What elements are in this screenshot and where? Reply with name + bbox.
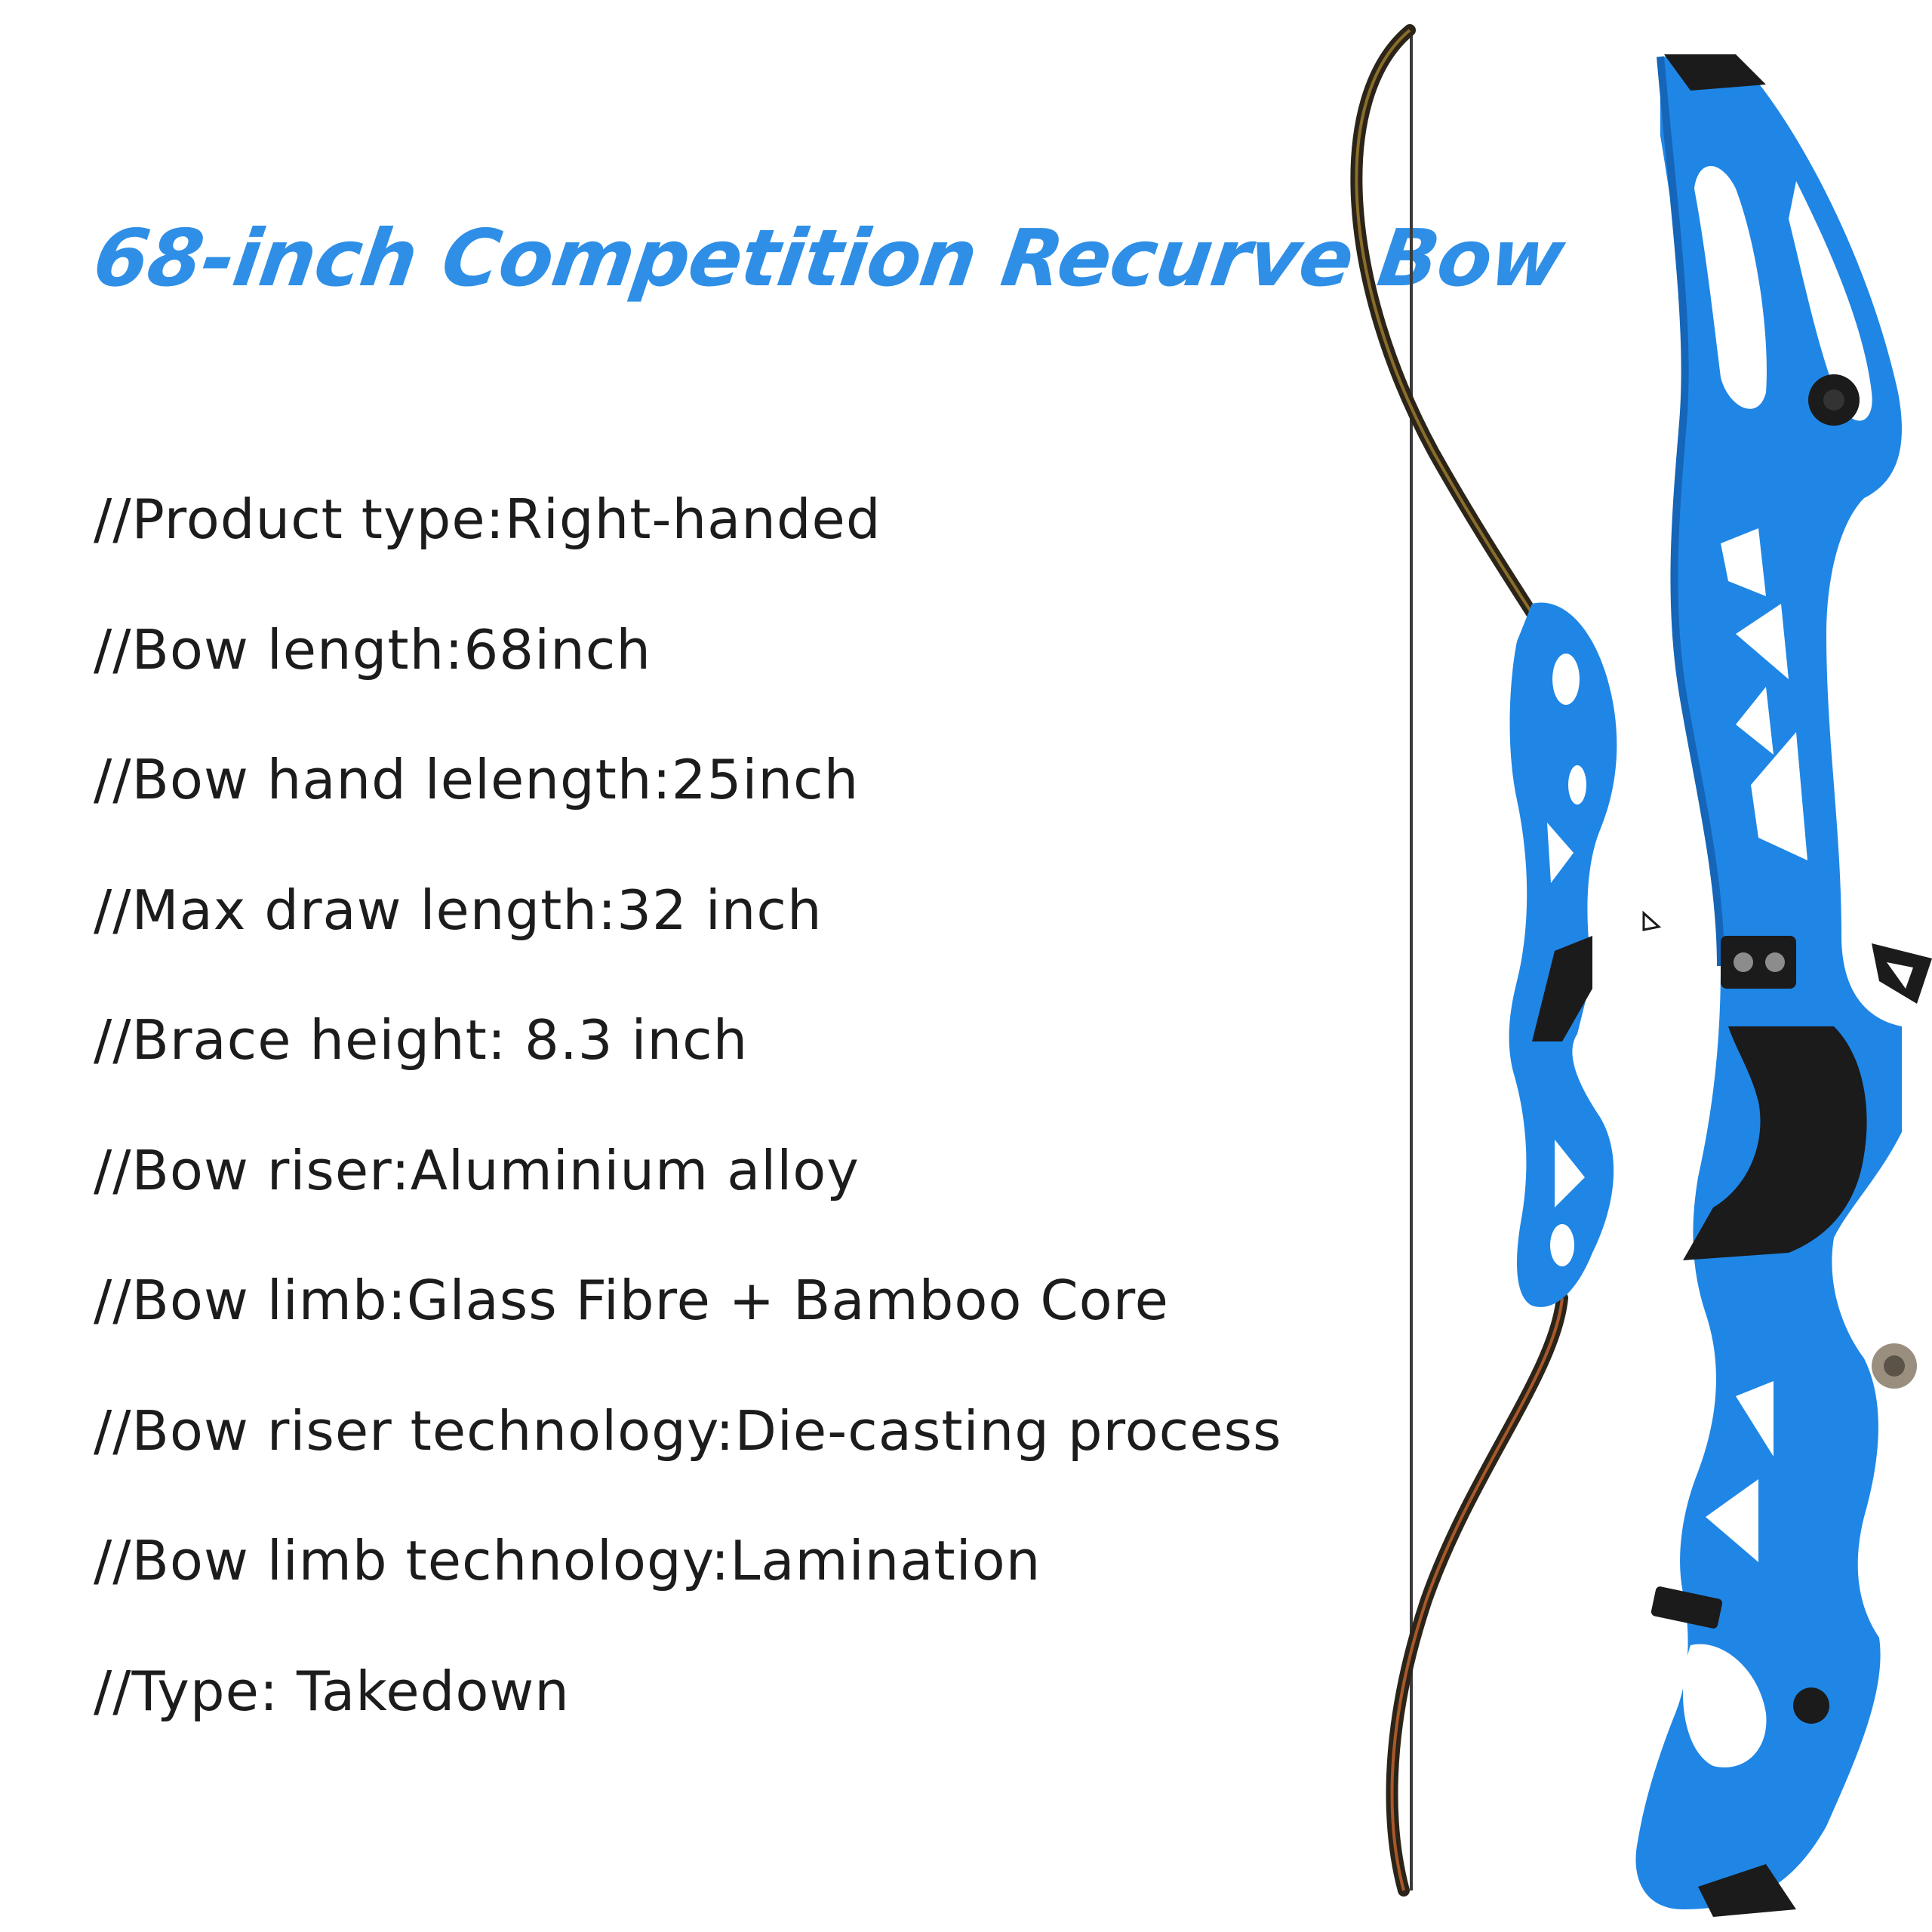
arrow-rest-icon xyxy=(1872,943,1932,1004)
brand-badge xyxy=(1651,1586,1723,1629)
spec-riser-technology: //Bow riser technology:Die-casting proce… xyxy=(94,1398,1282,1463)
sight-mount xyxy=(1721,936,1796,989)
spec-type: //Type: Takedown xyxy=(94,1659,570,1723)
spec-hand-length: //Bow hand lelength:25inch xyxy=(94,748,860,811)
spec-bow-limb: //Bow limb:Glass Fibre + Bamboo Core xyxy=(94,1269,1169,1332)
spec-product-type: //Product type:Right-handed xyxy=(94,488,881,551)
limb-pocket-top xyxy=(1664,54,1766,91)
bow-full-icon xyxy=(1350,24,1662,1897)
bow-riser-icon xyxy=(1635,54,1932,1917)
spec-limb-technology: //Bow limb technology:Lamination xyxy=(94,1529,1041,1592)
lower-limb xyxy=(1386,1292,1568,1897)
limb-pocket-bottom xyxy=(1698,1864,1796,1917)
mini-grip xyxy=(1532,936,1592,1041)
riser-grip xyxy=(1683,1026,1867,1260)
spec-max-draw-length: //Max draw length:32 inch xyxy=(94,878,823,942)
spec-list: //Product type:Right-handed //Bow length… xyxy=(94,489,1282,1791)
spec-bow-length: //Bow length:68inch xyxy=(94,617,651,681)
spec-brace-height: //Brace height: 8.3 inch xyxy=(94,1008,749,1072)
riser-window-upper xyxy=(1694,166,1767,409)
spec-bow-riser: //Bow riser:Aluminium alloy xyxy=(94,1138,860,1202)
